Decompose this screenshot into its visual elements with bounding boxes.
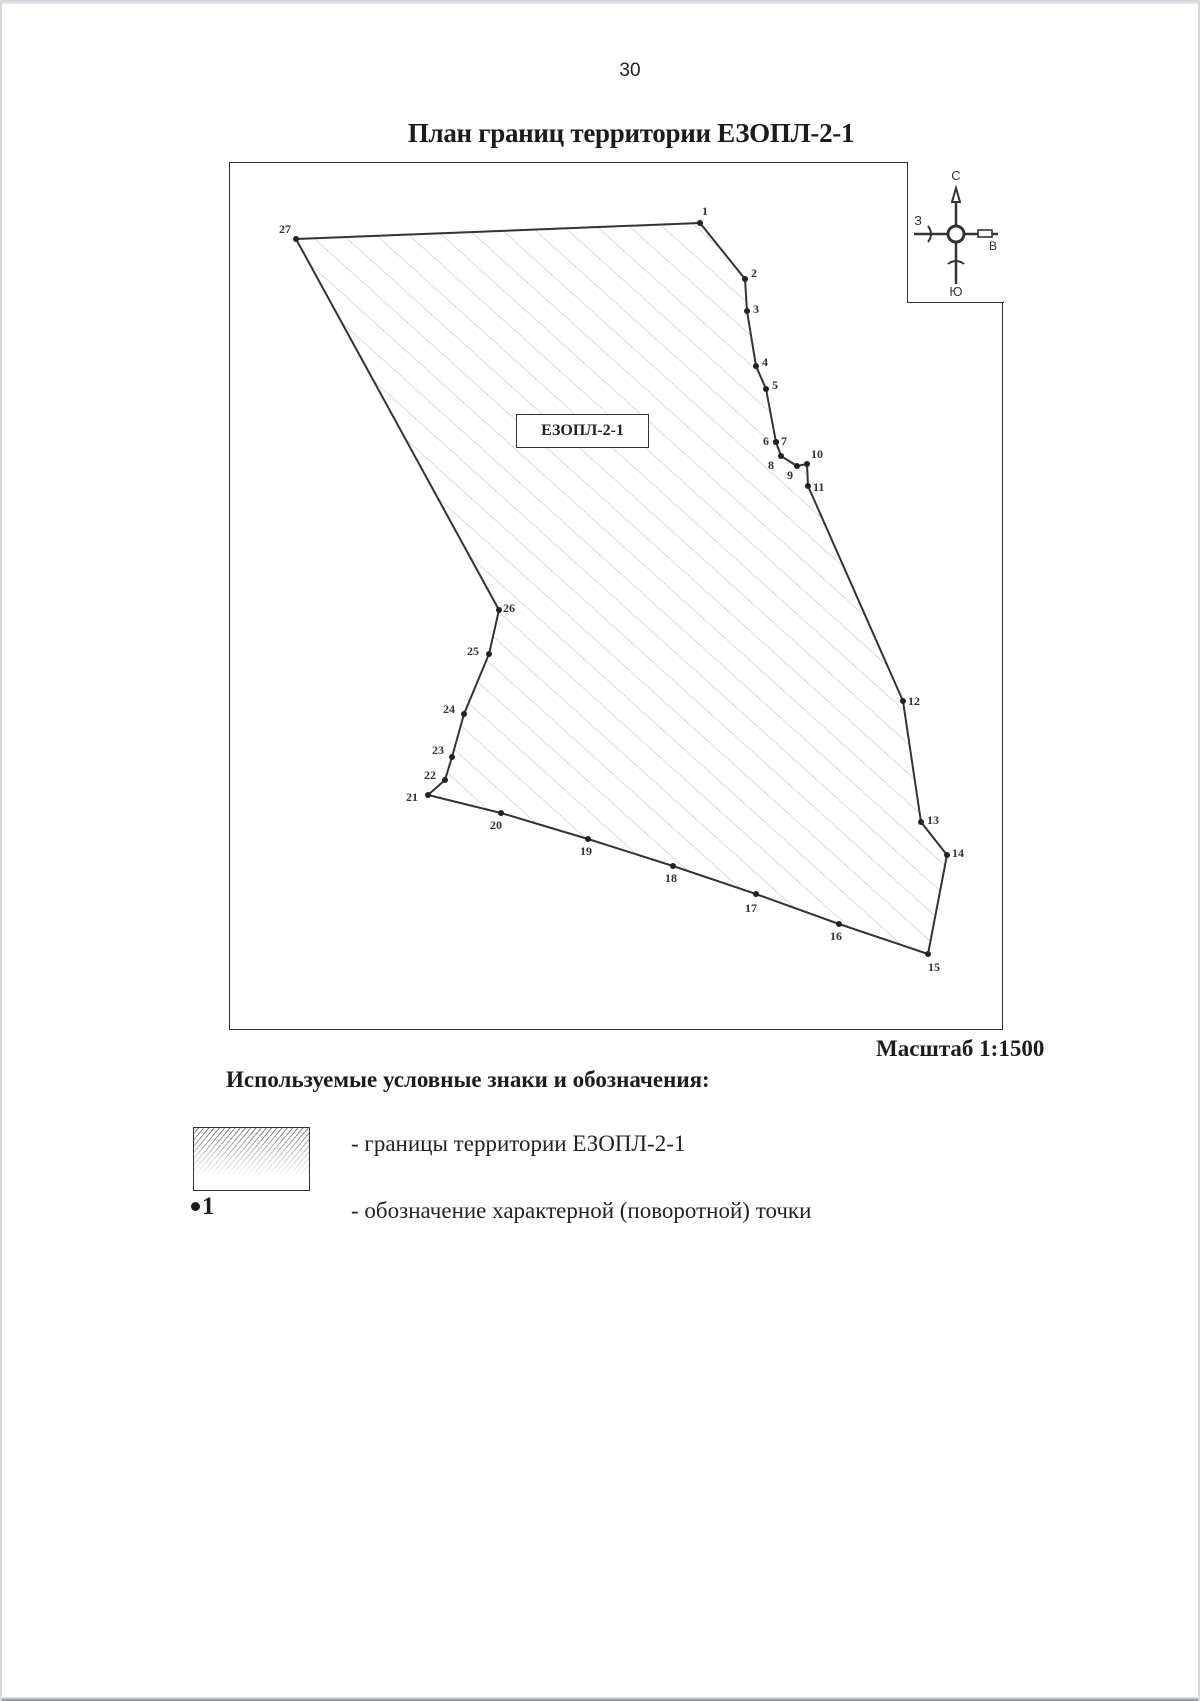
- compass-south-label: Ю: [949, 284, 962, 299]
- page-number: 30: [619, 60, 641, 81]
- turning-point-marker: [425, 792, 431, 798]
- compass-east-label: В: [989, 239, 997, 253]
- territory-polygon: [295, 222, 948, 955]
- turning-point-label: 6: [763, 434, 769, 448]
- turning-point-label: 25: [467, 644, 479, 658]
- turning-point-marker: [763, 386, 769, 392]
- turning-point-label: 18: [665, 871, 677, 885]
- turning-point-marker: [805, 483, 811, 489]
- turning-point-label: 5: [772, 378, 778, 392]
- turning-point-marker: [486, 651, 492, 657]
- turning-point-marker: [900, 698, 906, 704]
- turning-point-label: 14: [952, 846, 964, 860]
- turning-point-marker: [804, 461, 810, 467]
- turning-point-label: 24: [443, 702, 455, 716]
- turning-point-label: 4: [762, 355, 768, 369]
- legend-item-territory-text: - границы территории ЕЗОПЛ-2-1: [351, 1131, 686, 1156]
- turning-point-marker: [670, 863, 676, 869]
- turning-point-label: 16: [830, 929, 842, 943]
- turning-point-marker: [697, 220, 703, 226]
- compass-west-label: З: [914, 213, 922, 228]
- turning-point-label: 13: [927, 813, 939, 827]
- legend-item-point-text: - обозначение характерной (поворотной) т…: [351, 1198, 812, 1223]
- turning-point-marker: [944, 852, 950, 858]
- turning-point-label: 17: [745, 901, 757, 915]
- north-arrow: С З В Ю: [907, 162, 1004, 303]
- legend-hatched-area-swatch: [193, 1127, 310, 1191]
- turning-point-label: 19: [580, 844, 592, 858]
- compass-north-label: С: [951, 168, 960, 183]
- turning-point-marker: [753, 363, 759, 369]
- region-label: ЕЗОПЛ-2-1: [516, 414, 649, 448]
- point-marker-icon: [191, 1201, 200, 1211]
- turning-point-marker: [773, 439, 779, 445]
- turning-point-label: 22: [424, 768, 436, 782]
- turning-point-label: 1: [702, 204, 708, 218]
- turning-point-marker: [742, 276, 748, 282]
- turning-point-marker: [778, 453, 784, 459]
- turning-point-label: 3: [753, 302, 759, 316]
- scan-edge-left: [0, 0, 2, 1701]
- turning-point-marker: [918, 819, 924, 825]
- turning-point-label: 21: [406, 790, 418, 804]
- turning-point-label: 10: [811, 447, 823, 461]
- turning-point-label: 9: [787, 468, 793, 482]
- turning-point-marker: [585, 836, 591, 842]
- turning-point-label: 26: [503, 601, 515, 615]
- legend-point-symbol: 1: [191, 1193, 215, 1221]
- scan-edge-top: [0, 0, 1200, 4]
- turning-point-label: 20: [490, 818, 502, 832]
- turning-point-marker: [753, 891, 759, 897]
- map-scale: Масштаб 1:1500: [876, 1036, 1045, 1061]
- turning-point-label: 23: [432, 743, 444, 757]
- turning-point-label: 27: [279, 222, 291, 236]
- turning-point-label: 8: [768, 458, 774, 472]
- compass-icon: С З В Ю: [914, 168, 998, 299]
- turning-point-marker: [461, 711, 467, 717]
- turning-point-marker: [744, 308, 750, 314]
- turning-point-marker: [293, 236, 299, 242]
- legend-point-number: 1: [202, 1193, 215, 1220]
- scan-edge-right: [1198, 0, 1200, 1701]
- turning-point-marker: [836, 921, 842, 927]
- turning-point-marker: [925, 951, 931, 957]
- turning-point-label: 11: [813, 480, 824, 494]
- scan-edge-bottom: [0, 1697, 1200, 1701]
- turning-point-marker: [449, 754, 455, 760]
- turning-point-marker: [498, 810, 504, 816]
- turning-point-marker: [496, 607, 502, 613]
- turning-point-label: 2: [751, 266, 757, 280]
- legend-heading: Используемые условные знаки и обозначени…: [226, 1067, 710, 1092]
- page-title: План границ территории ЕЗОПЛ-2-1: [407, 118, 855, 148]
- turning-point-marker: [442, 777, 448, 783]
- turning-point-label: 15: [928, 960, 940, 974]
- turning-point-marker: [794, 463, 800, 469]
- turning-point-label: 12: [908, 694, 920, 708]
- turning-point-label: 7: [781, 434, 787, 448]
